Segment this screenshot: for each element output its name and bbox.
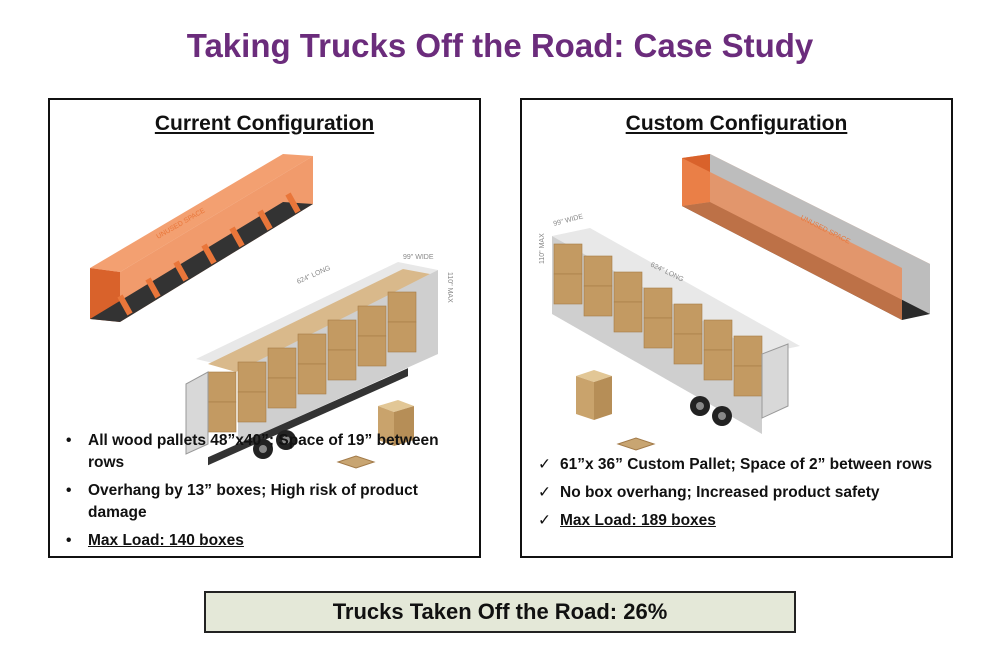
max-load-text: Max Load: 189 boxes bbox=[560, 512, 716, 529]
bullet-item: ✓ Max Load: 189 boxes bbox=[532, 510, 942, 532]
trailer: 624" LONG 99" WIDE 110" MAX bbox=[185, 254, 453, 466]
check-icon: ✓ bbox=[538, 512, 551, 529]
pallet-stack bbox=[336, 400, 414, 469]
max-label: 110" MAX bbox=[539, 233, 546, 264]
bullet-text: No box overhang; Increased product safet… bbox=[560, 484, 880, 501]
bullet-mark: • bbox=[66, 432, 72, 449]
check-icon: ✓ bbox=[538, 484, 551, 501]
pallet-stack bbox=[576, 370, 656, 451]
wide-label: 99" WIDE bbox=[553, 213, 585, 228]
bullet-mark: • bbox=[66, 482, 72, 499]
bullet-item: • Max Load: 140 boxes bbox=[60, 530, 470, 552]
bullet-text: 61”x 36” Custom Pallet; Space of 2” betw… bbox=[560, 456, 933, 473]
bullet-text: All wood pallets 48”x40”; Space of 19” b… bbox=[88, 432, 439, 471]
summary-banner: Trucks Taken Off the Road: 26% bbox=[204, 591, 796, 633]
check-icon: ✓ bbox=[538, 456, 551, 473]
wide-label: 99" WIDE bbox=[403, 254, 434, 261]
current-configuration-illustration: UNUSED SPACE 624" LONG 99" WIDE bbox=[90, 154, 453, 469]
bullet-item: • Overhang by 13” boxes; High risk of pro… bbox=[60, 480, 470, 524]
long-label: 624" LONG bbox=[296, 265, 332, 286]
unused-space-container: UNUSED SPACE bbox=[90, 154, 313, 322]
max-load-text: Max Load: 140 boxes bbox=[88, 532, 244, 549]
custom-configuration-heading: Custom Configuration bbox=[625, 112, 848, 135]
trailer: 624" LONG 99" WIDE 110" MAX bbox=[539, 213, 800, 434]
bullet-item: • All wood pallets 48”x40”; Space of 19” … bbox=[60, 430, 470, 474]
bullet-mark: • bbox=[66, 532, 72, 549]
max-label: 110" MAX bbox=[446, 272, 453, 303]
current-configuration-heading: Current Configuration bbox=[154, 112, 375, 135]
page-title: Taking Trucks Off the Road: Case Study bbox=[186, 27, 814, 64]
custom-configuration-panel: Custom Configuration UNUSED SPACE bbox=[520, 98, 953, 558]
custom-configuration-illustration: UNUSED SPACE 624" LONG 99" WIDE 110" MAX bbox=[539, 154, 930, 451]
bullet-item: ✓ No box overhang; Increased product safe… bbox=[532, 482, 942, 504]
bullet-item: ✓ 61”x 36” Custom Pallet; Space of 2” bet… bbox=[532, 454, 942, 476]
bullet-text: Overhang by 13” boxes; High risk of prod… bbox=[88, 482, 418, 521]
current-configuration-panel: Current Configuration UNUSED SPACE bbox=[48, 98, 481, 558]
custom-configuration-bullets: ✓ 61”x 36” Custom Pallet; Space of 2” bet… bbox=[532, 454, 942, 538]
current-configuration-bullets: • All wood pallets 48”x40”; Space of 19” … bbox=[60, 430, 470, 558]
unused-space-container: UNUSED SPACE bbox=[682, 154, 930, 320]
